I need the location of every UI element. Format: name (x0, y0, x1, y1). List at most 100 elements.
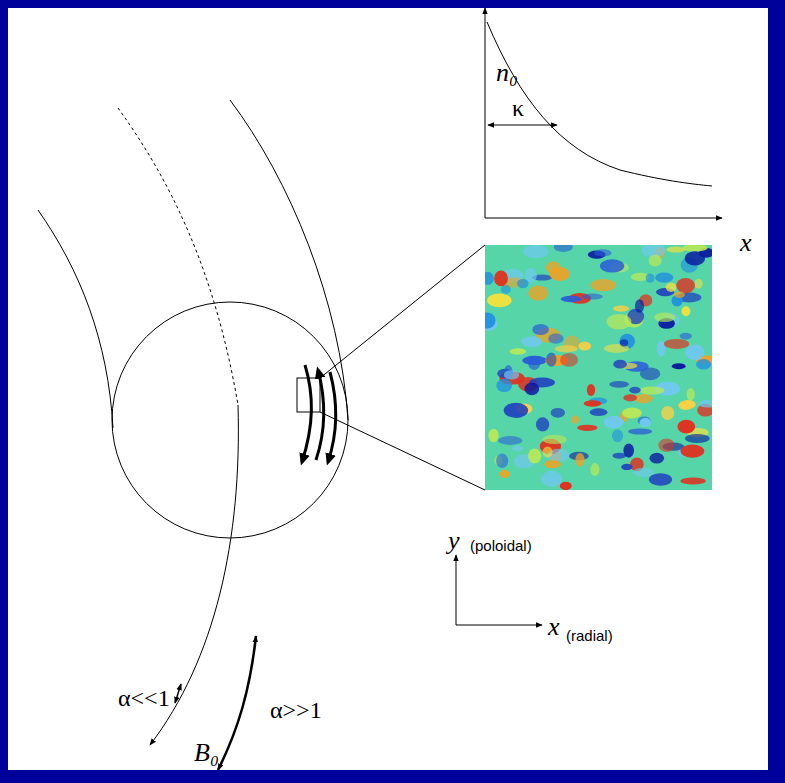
turbulence-blob (544, 460, 561, 468)
turbulence-blob (517, 279, 529, 288)
turbulence-blob (696, 359, 711, 369)
scale-label: κ (512, 96, 524, 120)
turbulence-blob (489, 429, 499, 443)
turbulence-blob (623, 394, 637, 401)
turbulence-blob (512, 445, 523, 451)
axis (485, 8, 486, 218)
turbulence-blob (682, 245, 707, 251)
turbulence-blob (607, 314, 632, 329)
turbulence-blob (640, 418, 652, 427)
turbulence-blob (528, 356, 540, 370)
parameter-label: α<<1 (118, 686, 170, 710)
turbulence-blob (685, 434, 710, 443)
axis (456, 555, 457, 625)
turbulence-blob (666, 283, 677, 292)
turbulence-blob (677, 420, 695, 434)
axis-label: x (548, 614, 560, 640)
turbulence-blob (594, 249, 612, 256)
turbulence-blob (548, 334, 564, 344)
flux-surface (112, 302, 348, 538)
turbulence-blob (623, 444, 634, 458)
turbulence-blob (550, 267, 570, 281)
turbulence-blob (680, 477, 705, 484)
turbulence-blob (524, 383, 539, 396)
turbulence-blob (621, 464, 632, 470)
flow-arrow (302, 365, 311, 462)
turbulence-blob (485, 313, 496, 329)
turbulence-blob (510, 348, 526, 354)
zoom-line (320, 412, 485, 490)
turbulence-blob (496, 379, 512, 392)
turbulence-blob (555, 345, 578, 352)
parameter-label: α>>1 (270, 698, 322, 722)
field-line (38, 210, 113, 428)
turbulence-blob (650, 453, 665, 464)
axis-name: (radial) (566, 628, 613, 643)
turbulence-blob (496, 454, 508, 469)
turbulence-blob (685, 345, 704, 361)
axis-label: y (448, 528, 460, 554)
turbulence-blob (542, 435, 566, 444)
turbulence-blob (655, 273, 673, 283)
turbulence-blob (494, 271, 508, 287)
turbulence-blob (504, 370, 519, 379)
scale-arrow (488, 125, 557, 126)
turbulence-blob (498, 436, 522, 445)
turbulence-blob (682, 306, 691, 316)
turbulence-blob (680, 400, 696, 409)
turbulence-blob (584, 400, 602, 406)
turbulence-blob (622, 408, 642, 419)
turbulence-blob (685, 251, 705, 265)
turbulence-blob (628, 428, 652, 434)
turbulence-blob (676, 278, 695, 293)
turbulence-blob (658, 439, 674, 452)
turbulence-blob (587, 384, 595, 396)
turbulence-blob (528, 286, 548, 301)
turbulence-blob (620, 339, 628, 346)
flow-arrow (328, 372, 336, 462)
turbulence-blob (654, 313, 675, 323)
axis (485, 218, 722, 219)
turbulence-blob (571, 416, 579, 424)
turbulence-blob (532, 324, 549, 335)
turbulence-blob (633, 468, 655, 477)
long-scale-arrow (218, 636, 256, 770)
turbulence-blob (609, 381, 629, 388)
turbulence-blob (672, 363, 686, 369)
turbulence-blob (487, 293, 512, 307)
turbulence-blob (680, 333, 692, 340)
turbulence-blob (646, 273, 655, 282)
turbulence-blob (635, 299, 644, 312)
turbulence-blob (590, 463, 599, 476)
turbulence-blob (551, 408, 565, 418)
field-label: B₀ (194, 740, 219, 766)
turbulence-blob (698, 400, 712, 407)
turbulence-blob (541, 471, 562, 487)
turbulence-blob (501, 285, 511, 294)
turbulence-blob (554, 245, 573, 252)
axis (456, 625, 542, 626)
turbulence-blob (649, 473, 672, 485)
axis-name: (poloidal) (470, 538, 532, 553)
turbulence-blob (613, 360, 627, 369)
turbulence-blob (582, 294, 603, 300)
turbulence-blob (674, 292, 685, 298)
turbulence-blob (561, 296, 582, 303)
turbulence-blob (591, 279, 617, 291)
axis-label: n₀ (496, 60, 518, 86)
density-curve (487, 22, 712, 186)
turbulence-blob (649, 255, 662, 267)
turbulence-blob (681, 445, 705, 458)
turbulence-blob (600, 259, 624, 272)
turbulence-blob (536, 417, 549, 431)
turbulence-blob (577, 425, 597, 431)
turbulence-blob (523, 245, 548, 258)
turbulence-blob (640, 386, 665, 394)
turbulence-blob (575, 453, 584, 467)
turbulence-blob (604, 416, 624, 429)
turbulence-blob (543, 446, 553, 457)
turbulence-image (485, 245, 712, 490)
zoom-box (297, 378, 320, 412)
short-scale-arrow (175, 684, 181, 703)
turbulence-blob (613, 305, 629, 311)
